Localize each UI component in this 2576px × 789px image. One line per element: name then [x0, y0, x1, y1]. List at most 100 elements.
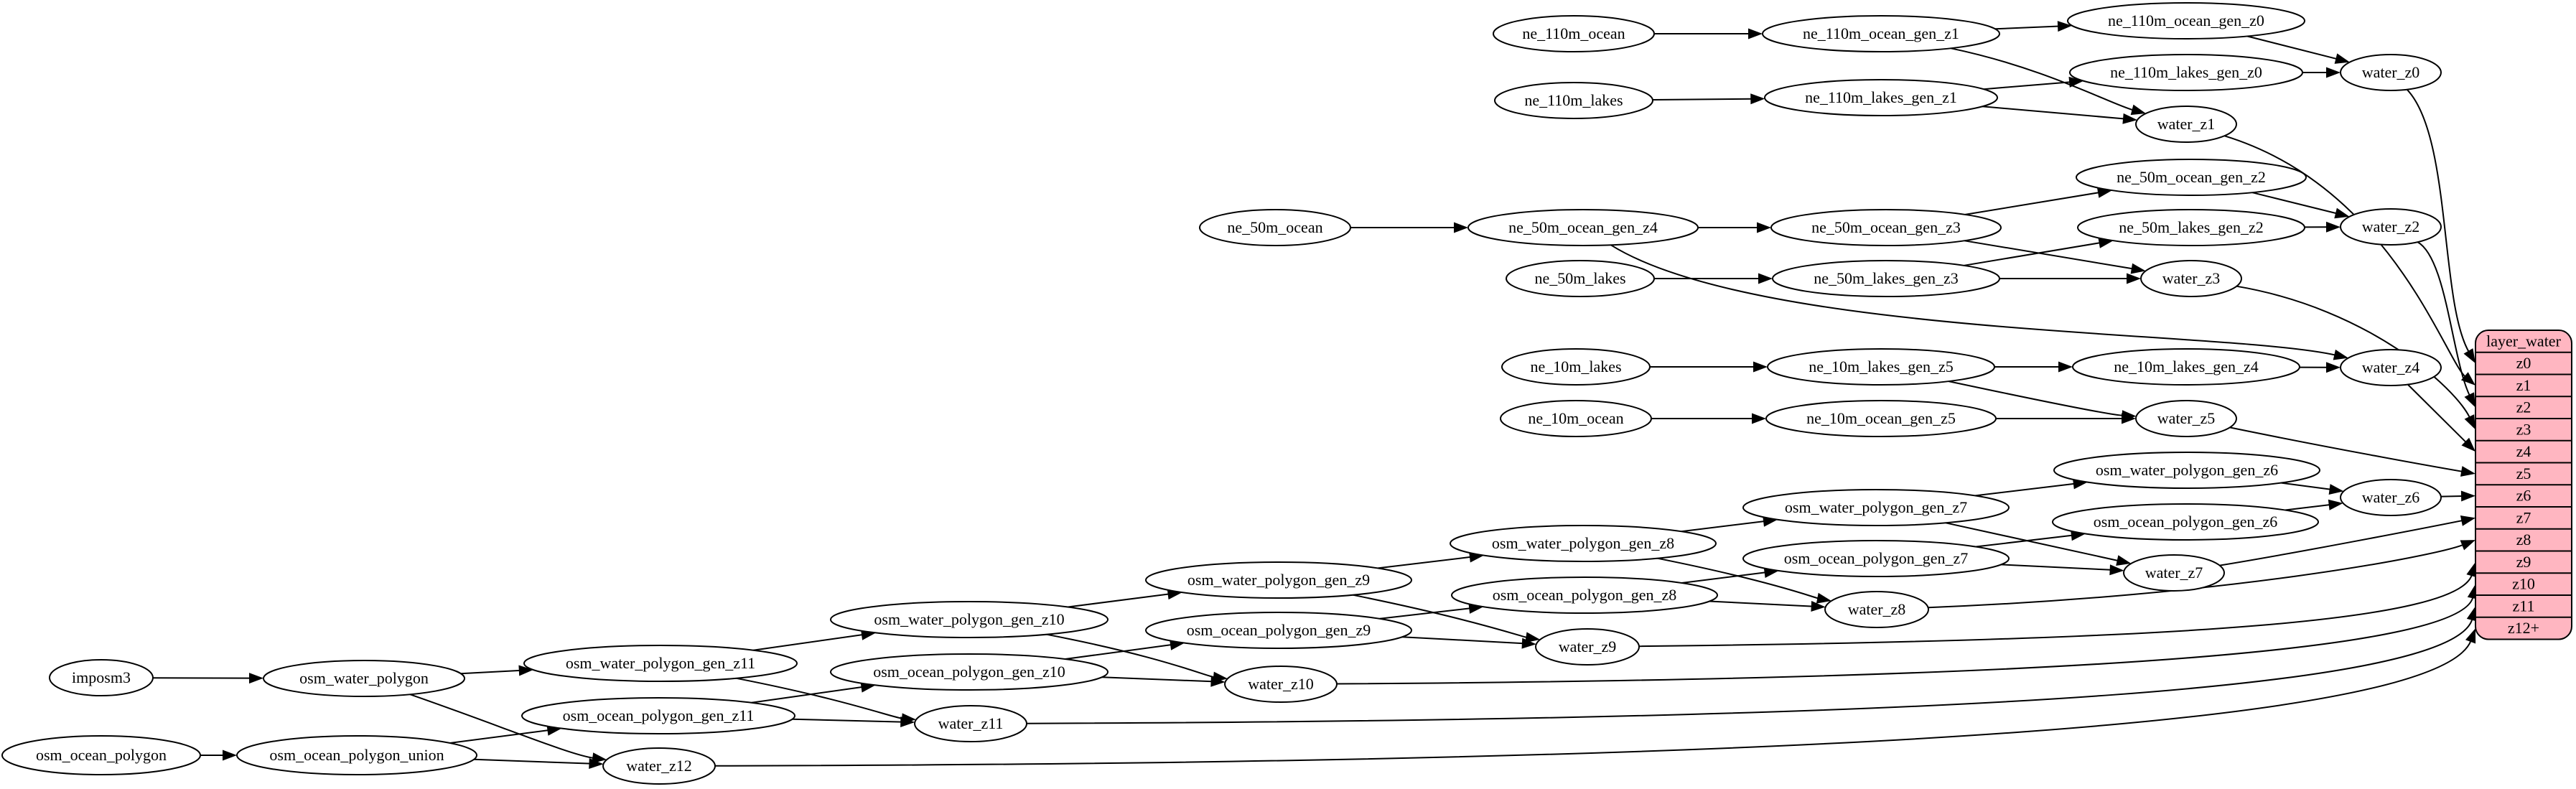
table-row-z4: z4: [2516, 442, 2531, 460]
arrowhead-icon: [2464, 414, 2475, 430]
edge-osm_ocean_polygon_gen_z6-to-water_z6: [2285, 504, 2330, 511]
edge-ne_10m_lakes_gen_z5-to-water_z5: [1948, 381, 2124, 416]
table-row-z9: z9: [2516, 553, 2531, 571]
arrowhead-icon: [589, 758, 604, 769]
node-label-osm_ocean_polygon_gen_z7: osm_ocean_polygon_gen_z7: [1784, 549, 1969, 567]
node-label-osm_water_polygon_gen_z10: osm_water_polygon_gen_z10: [874, 610, 1064, 628]
edge-ne_50m_ocean_gen_z2-to-water_z2: [2251, 192, 2338, 215]
node-label-water_z2: water_z2: [2362, 218, 2420, 235]
arrowhead-icon: [2334, 53, 2350, 64]
node-label-ne_10m_ocean: ne_10m_ocean: [1528, 409, 1623, 427]
edge-osm_water_polygon_gen_z9-to-osm_water_polygon_gen_z8: [1378, 556, 1472, 569]
node-water_z2: water_z2: [2340, 208, 2442, 246]
arrowhead-icon: [2130, 104, 2146, 116]
arrowhead-icon: [2122, 413, 2136, 424]
node-shape-imposm3: [49, 659, 154, 696]
node-shape-ne_50m_ocean: [1199, 209, 1351, 246]
node-shape-water_z5: [2135, 400, 2237, 437]
table-row-z7: z7: [2516, 508, 2531, 526]
edge-osm_water_polygon_gen_z9-to-water_z9: [1353, 594, 1528, 639]
node-shape-osm_ocean_polygon: [1, 735, 201, 775]
edge-osm_water_polygon_gen_z8-to-osm_water_polygon_gen_z7: [1681, 520, 1765, 533]
edge-osm_water_polygon_gen_z8-to-water_z8: [1657, 557, 1819, 599]
node-label-ne_50m_lakes_gen_z3: ne_50m_lakes_gen_z3: [1814, 269, 1959, 287]
node-shape-osm_water_polygon_gen_z7: [1742, 489, 2010, 526]
edge-water_z1-to-layer_water-z1: [2223, 135, 2466, 378]
node-shape-ne_10m_lakes_gen_z5: [1767, 348, 1995, 386]
node-label-ne_110m_ocean_gen_z1: ne_110m_ocean_gen_z1: [1803, 24, 1959, 42]
node-water_z0: water_z0: [2340, 54, 2442, 91]
node-label-water_z4: water_z4: [2362, 358, 2420, 376]
node-label-water_z9: water_z9: [1559, 638, 1617, 655]
arrowhead-icon: [2328, 499, 2343, 510]
arrowhead-icon: [2333, 349, 2348, 360]
node-shape-ne_50m_ocean_gen_z4: [1467, 209, 1699, 246]
table-row-z2: z2: [2516, 398, 2531, 416]
node-osm_ocean_polygon_union: osm_ocean_polygon_union: [236, 735, 477, 775]
arrowhead-icon: [2130, 263, 2146, 274]
arrowhead-icon: [2068, 76, 2084, 88]
node-water_z1: water_z1: [2135, 106, 2237, 143]
arrowhead-icon: [1454, 222, 1468, 233]
node-label-water_z11: water_z11: [938, 714, 1004, 732]
node-osm_ocean_polygon_gen_z10: osm_ocean_polygon_gen_z10: [830, 653, 1109, 691]
edge-ne_110m_lakes_gen_z1-to-ne_110m_lakes_gen_z0: [1983, 81, 2071, 90]
node-shape-ne_10m_lakes_gen_z4: [2072, 348, 2300, 386]
arrowhead-icon: [1758, 273, 1773, 284]
node-shape-osm_water_polygon_gen_z11: [523, 645, 798, 682]
node-water_z7: water_z7: [2123, 554, 2225, 592]
edge-osm_water_polygon_gen_z11-to-water_z11: [736, 677, 904, 719]
node-water_z5: water_z5: [2135, 400, 2237, 437]
node-osm_water_polygon_gen_z6: osm_water_polygon_gen_z6: [2053, 452, 2320, 489]
node-shape-water_z4: [2340, 349, 2442, 386]
node-shape-osm_ocean_polygon_gen_z10: [830, 653, 1109, 691]
arrowhead-icon: [2463, 348, 2475, 364]
arrowhead-icon: [2109, 564, 2124, 576]
arrowhead-icon: [2326, 67, 2341, 78]
arrowhead-icon: [1757, 222, 1771, 233]
arrowhead-icon: [1753, 361, 1768, 373]
node-ne_110m_ocean_gen_z0: ne_110m_ocean_gen_z0: [2067, 2, 2305, 39]
node-label-osm_ocean_polygon_gen_z9: osm_ocean_polygon_gen_z9: [1187, 621, 1371, 639]
edge-osm_water_polygon_gen_z11-to-osm_water_polygon_gen_z10: [753, 634, 864, 651]
node-label-osm_ocean_polygon_gen_z11: osm_ocean_polygon_gen_z11: [563, 706, 755, 724]
node-shape-water_z12: [602, 747, 716, 785]
node-shape-ne_50m_ocean_gen_z2: [2076, 159, 2307, 196]
edge-ne_50m_ocean_gen_z3-to-water_z3: [1964, 240, 2133, 270]
edge-osm_ocean_polygon_gen_z9-to-osm_ocean_polygon_gen_z8: [1379, 607, 1471, 620]
node-osm_water_polygon: osm_water_polygon: [263, 660, 465, 697]
node-shape-osm_water_polygon_gen_z9: [1145, 561, 1412, 599]
edge-osm_ocean_polygon_union-to-osm_ocean_polygon_gen_z11: [449, 729, 549, 744]
arrowhead-icon: [2058, 361, 2073, 373]
node-shape-water_z9: [1535, 628, 1640, 666]
node-label-ne_110m_lakes: ne_110m_lakes: [1524, 91, 1623, 109]
node-shape-ne_110m_lakes_gen_z0: [2069, 54, 2303, 91]
node-shape-water_z2: [2340, 208, 2442, 246]
node-osm_ocean_polygon_gen_z8: osm_ocean_polygon_gen_z8: [1451, 576, 1718, 614]
node-shape-ne_50m_lakes_gen_z2: [2077, 209, 2305, 246]
edge-osm_water_polygon_gen_z7-to-water_z7: [1945, 522, 2119, 562]
arrowhead-icon: [2461, 437, 2475, 452]
node-label-osm_water_polygon_gen_z11: osm_water_polygon_gen_z11: [566, 654, 755, 672]
edge-osm_ocean_polygon_gen_z10-to-osm_ocean_polygon_gen_z9: [1065, 644, 1172, 660]
edge-osm_ocean_polygon_gen_z9-to-water_z9: [1401, 636, 1523, 645]
node-label-osm_ocean_polygon_union: osm_ocean_polygon_union: [269, 746, 444, 764]
node-shape-osm_water_polygon_gen_z10: [830, 601, 1109, 638]
node-shape-ne_50m_ocean_gen_z3: [1770, 209, 2002, 246]
edge-osm_ocean_polygon_gen_z10-to-water_z10: [1101, 676, 1213, 683]
node-ne_10m_lakes_gen_z4: ne_10m_lakes_gen_z4: [2072, 348, 2300, 386]
node-ne_50m_lakes_gen_z3: ne_50m_lakes_gen_z3: [1772, 260, 2000, 297]
node-shape-ne_10m_ocean: [1500, 400, 1652, 437]
table-row-z11: z11: [2513, 597, 2535, 615]
edge-ne_110m_ocean_gen_z1-to-water_z1: [1950, 47, 2134, 111]
table-row-z5: z5: [2516, 464, 2531, 482]
node-osm_ocean_polygon: osm_ocean_polygon: [1, 735, 201, 775]
node-label-ne_110m_lakes_gen_z1: ne_110m_lakes_gen_z1: [1805, 88, 1957, 106]
edge-osm_ocean_polygon_gen_z8-to-water_z8: [1709, 600, 1813, 607]
arrowhead-icon: [900, 716, 915, 727]
node-ne_50m_ocean_gen_z4: ne_50m_ocean_gen_z4: [1467, 209, 1699, 246]
node-label-water_z7: water_z7: [2145, 564, 2203, 582]
node-shape-osm_ocean_polygon_gen_z8: [1451, 576, 1718, 614]
arrowhead-icon: [1750, 93, 1765, 105]
